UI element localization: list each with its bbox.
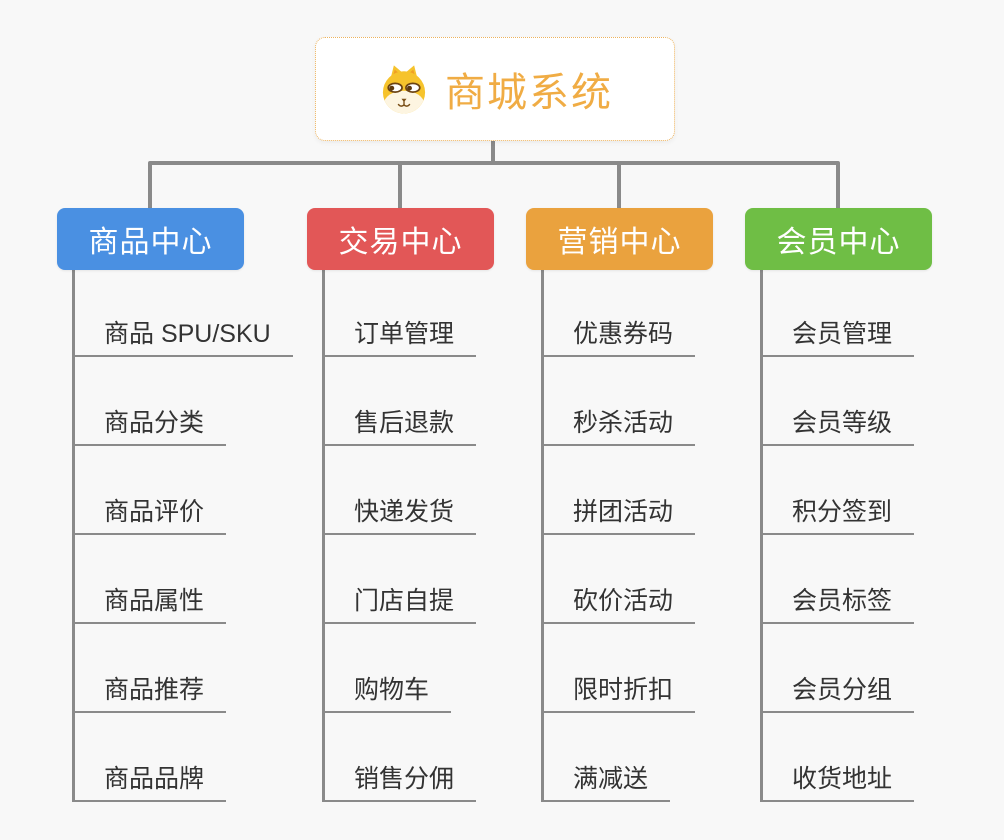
topic-item[interactable]: 收货地址 [760,758,915,802]
shiba-dog-icon [377,62,431,116]
topic-item[interactable]: 秒杀活动 [541,402,696,446]
branch-node-trade-center[interactable]: 交易中心 [307,208,494,270]
topic-item[interactable]: 会员分组 [760,669,915,713]
topic-item[interactable]: 会员等级 [760,402,915,446]
topic-item[interactable]: 订单管理 [322,313,477,357]
root-title: 商城系统 [445,71,613,115]
topic-item[interactable]: 销售分佣 [322,758,477,802]
topic-item[interactable]: 购物车 [322,669,452,713]
topic-item[interactable]: 会员标签 [760,580,915,624]
topic-item[interactable]: 优惠券码 [541,313,696,357]
topic-item[interactable]: 快递发货 [322,491,477,535]
topic-item[interactable]: 商品分类 [72,402,227,446]
connector-drop-line [398,163,402,209]
topic-item[interactable]: 商品推荐 [72,669,227,713]
topic-item[interactable]: 砍价活动 [541,580,696,624]
connector-root-stub [491,141,495,165]
topic-item[interactable]: 拼团活动 [541,491,696,535]
connector-drop-line [617,163,621,209]
root-node[interactable]: 商城系统 [315,37,675,141]
topic-item[interactable]: 满减送 [541,758,671,802]
topic-item[interactable]: 积分签到 [760,491,915,535]
topic-item[interactable]: 商品属性 [72,580,227,624]
topic-item[interactable]: 商品品牌 [72,758,227,802]
topic-item[interactable]: 会员管理 [760,313,915,357]
topic-item[interactable]: 商品评价 [72,491,227,535]
topic-item[interactable]: 售后退款 [322,402,477,446]
branch-node-marketing-center[interactable]: 营销中心 [526,208,713,270]
connector-horizontal-bar [148,161,840,165]
topic-item[interactable]: 商品 SPU/SKU [72,313,293,357]
connector-drop-line [836,163,840,209]
branch-node-product-center[interactable]: 商品中心 [57,208,244,270]
connector-drop-line [148,163,152,209]
topic-item[interactable]: 限时折扣 [541,669,696,713]
topic-item[interactable]: 门店自提 [322,580,477,624]
branch-node-member-center[interactable]: 会员中心 [745,208,932,270]
